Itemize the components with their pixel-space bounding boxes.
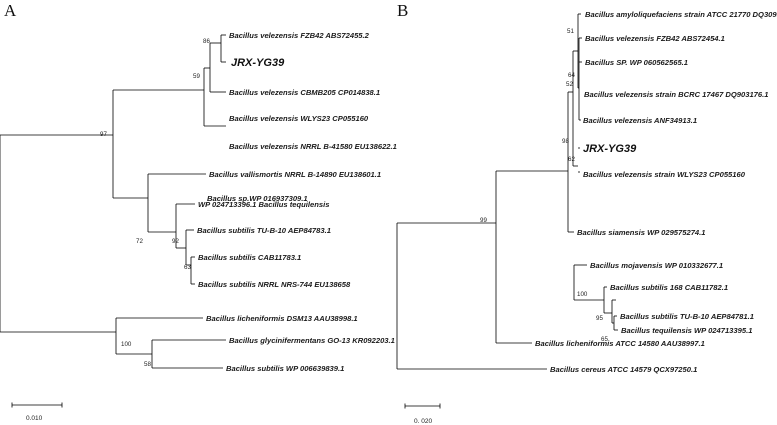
bootstrap-value: 63 — [184, 264, 191, 271]
leaf-label: Bacillus velezensis WLYS23 CP055160 — [229, 114, 369, 123]
leaf-label: Bacillus velezensis NRRL B-41580 EU13862… — [229, 142, 397, 151]
leaf-label: WP 024713396.1 Bacillus tequilensis — [198, 200, 329, 209]
bootstrap-value: 59 — [193, 73, 200, 80]
scale-bar-label: 0. 020 — [414, 418, 432, 425]
leaf-label: Bacillus subtilis TU-B-10 AEP84783.1 — [197, 226, 331, 235]
panel-b: B — [396, 1, 777, 425]
bootstrap-value: 58 — [144, 361, 151, 368]
leaf-label: Bacillus velezensis strain WLYS23 CP0551… — [583, 170, 746, 179]
leaf-label: Bacillus amyloliquefaciens strain ATCC 2… — [585, 10, 777, 19]
leaf-label: Bacillus SP. WP 060562565.1 — [585, 58, 688, 67]
leaf-label: Bacillus licheniformis DSM13 AAU38998.1 — [206, 314, 358, 323]
leaf-label: Bacillus subtilis TU-B-10 AEP84781.1 — [620, 312, 754, 321]
panel-a-scale-bar: 0.010 — [11, 402, 63, 422]
leaf-label: Bacillus velezensis ANF34913.1 — [583, 116, 697, 125]
bootstrap-value: 95 — [596, 315, 603, 322]
panel-a-letter: A — [4, 1, 17, 20]
leaf-label: Bacillus subtilis NRRL NRS-744 EU138658 — [198, 280, 351, 289]
leaf-label: Bacillus subtilis 168 CAB11782.1 — [610, 283, 728, 292]
bootstrap-value: 99 — [480, 217, 487, 224]
bootstrap-value: 97 — [100, 131, 107, 138]
bootstrap-value: 92 — [172, 238, 179, 245]
leaf-label: Bacillus cereus ATCC 14579 QCX97250.1 — [550, 365, 697, 374]
panel-b-scale-bar: 0. 020 — [404, 403, 441, 425]
bootstrap-value: 86 — [203, 38, 210, 45]
bootstrap-value: 52 — [566, 81, 573, 88]
leaf-label: Bacillus velezensis FZB42 ABS72455.2 — [229, 31, 370, 40]
panel-b-bootstrap-values: 51 64 52 98 62 99 100 95 65 — [480, 28, 608, 343]
leaf-label: Bacillus glycinifermentans GO-13 KR09220… — [229, 336, 395, 345]
leaf-label: Bacillus siamensis WP 029575274.1 — [577, 228, 705, 237]
leaf-label: Bacillus tequilensis WP 024713395.1 — [621, 326, 752, 335]
panel-a-branches — [0, 34, 226, 369]
bootstrap-value: 72 — [136, 238, 143, 245]
bootstrap-value: 65 — [601, 336, 608, 343]
leaf-label: Bacillus subtilis WP 006639839.1 — [226, 364, 344, 373]
panel-a: A — [0, 1, 397, 422]
bootstrap-value: 62 — [568, 156, 575, 163]
scale-bar-label: 0.010 — [26, 415, 43, 422]
leaf-label: Bacillus velezensis strain BCRC 17467 DQ… — [584, 90, 768, 99]
leaf-label: Bacillus sp.WP 016937309.1 — [207, 194, 308, 203]
leaf-label: Bacillus mojavensis WP 010332677.1 — [590, 261, 723, 270]
bootstrap-value: 98 — [562, 138, 569, 145]
panel-a-leaf-labels: Bacillus velezensis FZB42 ABS72455.2 JRX… — [197, 31, 397, 373]
leaf-label: Bacillus velezensis CBMB205 CP014838.1 — [229, 88, 380, 97]
bootstrap-value: 64 — [568, 72, 575, 79]
leaf-label: Bacillus vallismortis NRRL B-14890 EU138… — [209, 170, 381, 179]
bootstrap-value: 100 — [121, 341, 132, 348]
panel-a-bootstrap-values: 86 59 97 72 92 63 100 58 — [100, 38, 210, 368]
panel-b-branches — [396, 13, 618, 370]
leaf-label: Bacillus subtilis CAB11783.1 — [198, 253, 301, 262]
panel-b-letter: B — [397, 1, 408, 20]
leaf-label: Bacillus licheniformis ATCC 14580 AAU389… — [535, 339, 705, 348]
leaf-label-highlight: JRX-YG39 — [231, 57, 285, 69]
bootstrap-value: 51 — [567, 28, 574, 35]
panel-b-leaf-labels: Bacillus amyloliquefaciens strain ATCC 2… — [535, 10, 777, 374]
leaf-label: Bacillus velezensis FZB42 ABS72454.1 — [585, 34, 725, 43]
bootstrap-value: 100 — [577, 291, 588, 298]
leaf-label-highlight: JRX-YG39 — [583, 143, 637, 155]
